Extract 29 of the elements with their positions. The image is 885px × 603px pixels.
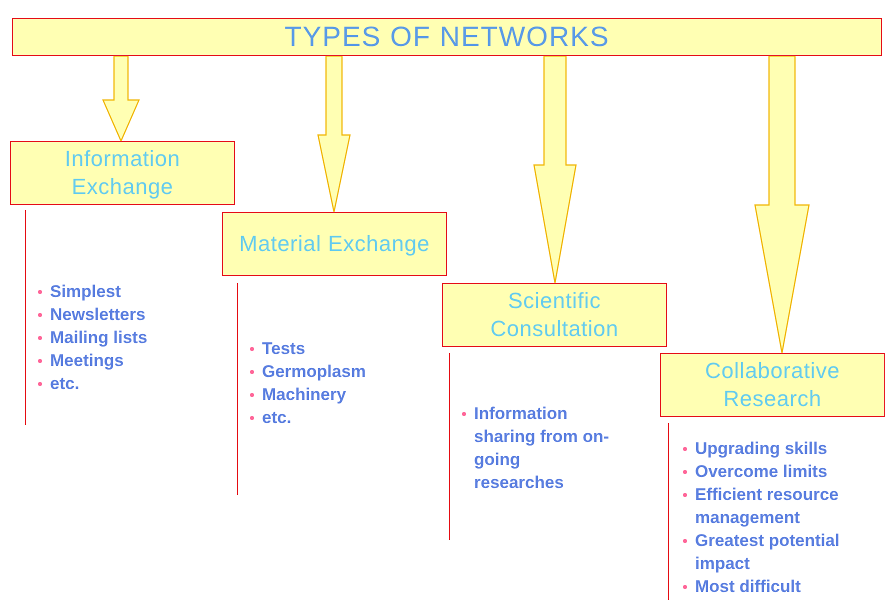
list-item: Efficient resource management [695, 485, 839, 527]
category-label: Information Exchange [64, 145, 182, 201]
list-item: Greatest potential impact [695, 531, 840, 573]
category-label: Material Exchange [239, 230, 430, 258]
title-box [12, 18, 882, 56]
list-item: Simplest [50, 282, 121, 301]
category-label: Scientific Consultation [489, 287, 620, 343]
list-item: Newsletters [50, 305, 146, 324]
category-box [222, 212, 447, 276]
category-box [10, 141, 235, 205]
list-item: Upgrading skills [695, 439, 828, 458]
list-item: Information sharing from on-going researches [474, 404, 610, 492]
block-arrow [754, 55, 810, 354]
list-item: etc. [50, 374, 80, 393]
list-item: Mailing lists [50, 328, 148, 347]
list-item: Tests [262, 339, 306, 358]
title-text: TYPES OF NETWORKS [284, 23, 610, 51]
category-box [660, 353, 885, 417]
list-item: Overcome limits [695, 462, 828, 481]
list-item: etc. [262, 408, 292, 427]
list-item: Most difficult [695, 577, 801, 596]
category-box [442, 283, 667, 347]
list-item: Machinery [262, 385, 346, 404]
list-item: Meetings [50, 351, 124, 370]
block-arrow [102, 55, 140, 142]
block-arrow [317, 55, 351, 213]
list-item: Germoplasm [262, 362, 366, 381]
category-label: Collaborative Research [704, 357, 841, 413]
block-arrow [533, 55, 577, 284]
